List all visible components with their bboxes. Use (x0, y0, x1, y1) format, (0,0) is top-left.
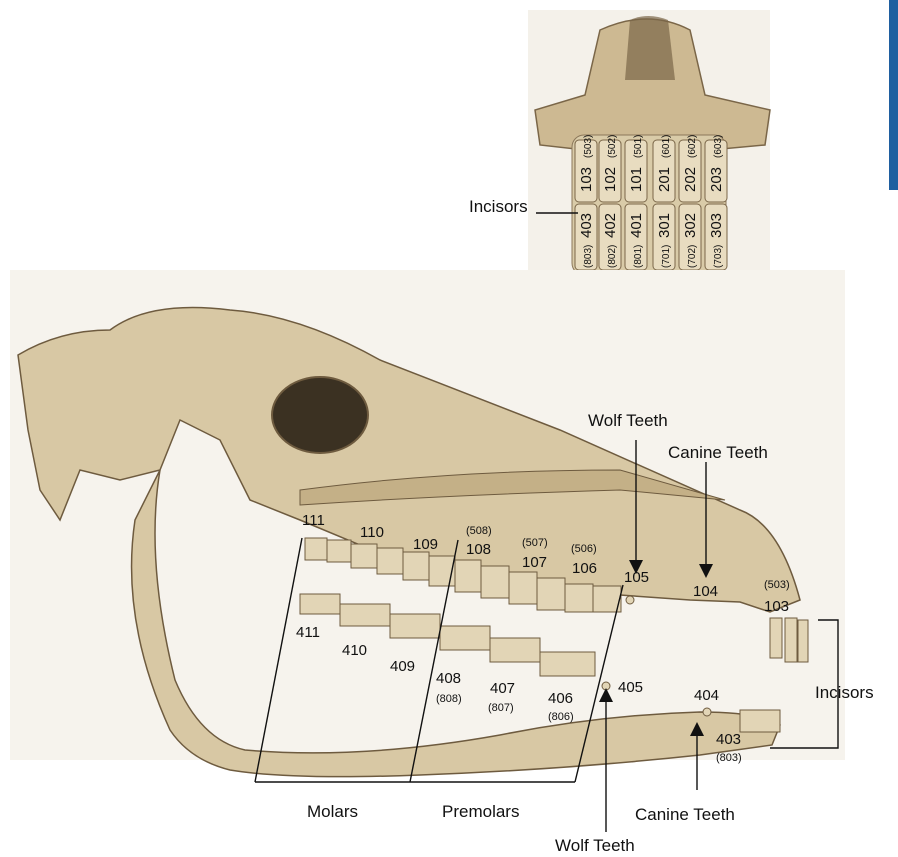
tooth-109: 109 (413, 536, 438, 553)
tooth-411: 411 (296, 624, 320, 641)
tooth-404: 404 (694, 687, 719, 704)
lower-incisor-number: 301 (656, 213, 673, 238)
lower-incisor-alt-number: (702) (687, 245, 698, 268)
tooth-409: 409 (390, 658, 415, 675)
upper-incisor-alt-number: (503) (583, 135, 594, 158)
tooth-107-alt: (507) (522, 537, 548, 549)
tooth-108: 108 (466, 541, 491, 558)
lower-incisor-number: 403 (578, 213, 595, 238)
upper-incisor-number: 203 (708, 167, 725, 192)
upper-incisor-alt-number: (502) (607, 135, 618, 158)
lower-incisor-alt-number: (701) (661, 245, 672, 268)
molars-label: Molars (307, 802, 358, 821)
tooth-408: 408 (436, 670, 461, 687)
lower-incisor-number: 303 (708, 213, 725, 238)
upper-incisor-number: 102 (602, 167, 619, 192)
tooth-408-alt: (808) (436, 693, 462, 705)
tooth-406-alt: (806) (548, 711, 574, 723)
tooth-410: 410 (342, 642, 367, 659)
lower-incisor-number: 401 (628, 213, 645, 238)
tooth-403: 403 (716, 731, 741, 748)
upper-incisor-number: 103 (578, 167, 595, 192)
tooth-106: 106 (572, 560, 597, 577)
lower-incisor-alt-number: (803) (583, 245, 594, 268)
canine-teeth-top-label: Canine Teeth (668, 443, 768, 462)
tooth-103: 103 (764, 598, 789, 615)
tooth-108-alt: (508) (466, 525, 492, 537)
lower-incisor-alt-number: (801) (633, 245, 644, 268)
tooth-405: 405 (618, 679, 643, 696)
tooth-407-alt: (807) (488, 702, 514, 714)
upper-incisor-alt-number: (501) (633, 135, 644, 158)
tooth-104: 104 (693, 583, 718, 600)
tooth-110: 110 (360, 524, 384, 541)
upper-incisor-number: 202 (682, 167, 699, 192)
upper-incisor-number: 101 (628, 167, 645, 192)
canine-teeth-bottom-label: Canine Teeth (635, 805, 735, 824)
tooth-105: 105 (624, 569, 649, 586)
tooth-406: 406 (548, 690, 573, 707)
tooth-107: 107 (522, 554, 547, 571)
tooth-403-alt: (803) (716, 752, 742, 764)
lower-incisor-number: 302 (682, 213, 699, 238)
tooth-407: 407 (490, 680, 515, 697)
lower-incisor-alt-number: (703) (713, 245, 724, 268)
incisors-right-label: Incisors (815, 683, 874, 702)
tooth-111: 111 (302, 512, 325, 529)
tooth-106-alt: (506) (571, 543, 597, 555)
tooth-103-alt: (503) (764, 579, 790, 591)
premolars-label: Premolars (442, 802, 519, 821)
lower-incisor-number: 402 (602, 213, 619, 238)
upper-incisor-alt-number: (603) (713, 135, 724, 158)
lower-incisor-alt-number: (802) (607, 245, 618, 268)
upper-incisor-alt-number: (601) (661, 135, 672, 158)
upper-incisor-number: 201 (656, 167, 673, 192)
side-skull (10, 270, 845, 777)
wolf-teeth-top-label: Wolf Teeth (588, 411, 668, 430)
incisors-top-label: Incisors (469, 197, 528, 216)
wolf-teeth-bottom-label: Wolf Teeth (555, 836, 635, 855)
upper-incisor-alt-number: (602) (687, 135, 698, 158)
